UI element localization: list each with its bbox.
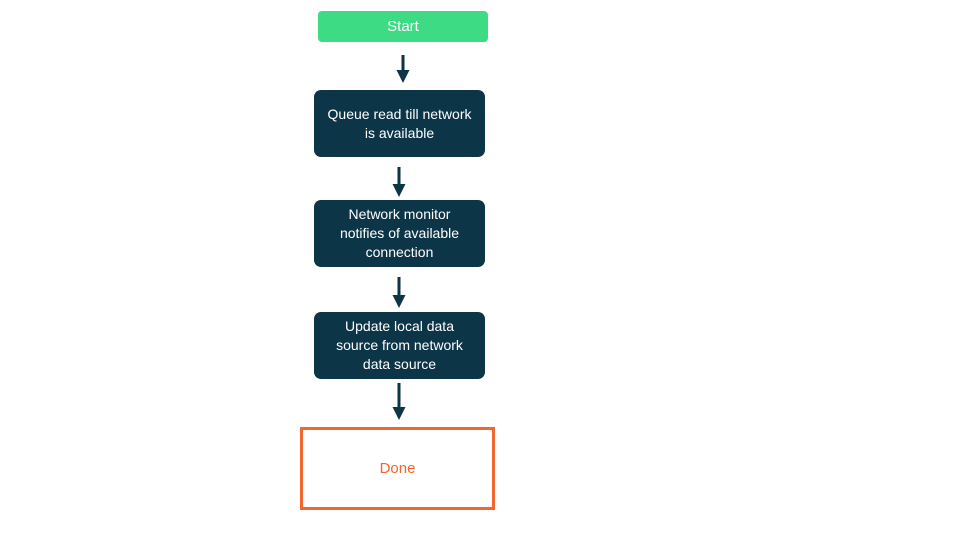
node-label-update: Update local data source from network da… (336, 318, 463, 372)
node-label-done: Done (379, 460, 416, 477)
node-label-monitor: Network monitor notifies of available co… (339, 206, 460, 260)
node-label-queue: Queue read till network is available (327, 105, 472, 141)
flowchart-node-queue: Queue read till network is available (314, 90, 485, 157)
arrow-down-icon (396, 55, 410, 83)
flowchart-node-update: Update local data source from network da… (314, 312, 485, 379)
flowchart-node-done: Done (300, 427, 495, 510)
flowchart-node-start: Start (318, 11, 488, 42)
node-label-start: Start (387, 18, 419, 35)
flowchart-node-monitor: Network monitor notifies of available co… (314, 200, 485, 267)
arrow-down-icon (392, 383, 406, 420)
arrow-down-icon (392, 277, 406, 308)
arrow-down-icon (392, 167, 406, 197)
